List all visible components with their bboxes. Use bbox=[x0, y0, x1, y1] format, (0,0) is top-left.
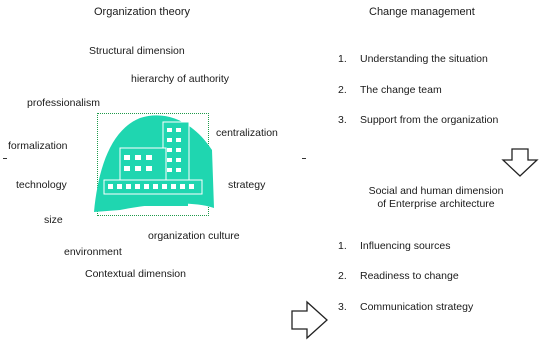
social-step-2: 2.Readiness to change bbox=[338, 270, 459, 282]
term-contextual-dimension: Contextual dimension bbox=[85, 268, 186, 280]
change-step-3: 3.Support from the organization bbox=[338, 114, 499, 126]
right-tick-mark bbox=[302, 158, 306, 159]
left-tick-mark bbox=[3, 158, 7, 159]
social-step-1: 1.Influencing sources bbox=[338, 240, 451, 252]
term-technology: technology bbox=[16, 179, 67, 191]
term-hierarchy-of-authority: hierarchy of authority bbox=[131, 73, 230, 85]
change-step-1: 1.Understanding the situation bbox=[338, 53, 488, 65]
organization-theory-title: Organization theory bbox=[94, 6, 190, 18]
term-professionalism: professionalism bbox=[27, 97, 100, 109]
change-step-2: 2.The change team bbox=[338, 84, 442, 96]
term-organization-culture: organization culture bbox=[148, 230, 240, 242]
social-human-dimension-title: Social and human dimension of Enterprise… bbox=[368, 185, 504, 210]
down-arrow-icon bbox=[501, 148, 539, 177]
term-strategy: strategy bbox=[228, 179, 266, 191]
term-centralization: centralization bbox=[216, 127, 278, 139]
term-structural-dimension: Structural dimension bbox=[89, 45, 185, 57]
term-formalization: formalization bbox=[8, 140, 68, 152]
social-step-3: 3.Communication strategy bbox=[338, 301, 474, 313]
term-size: size bbox=[44, 214, 63, 226]
change-management-title: Change management bbox=[369, 6, 475, 18]
right-arrow-icon bbox=[291, 300, 328, 340]
term-environment: environment bbox=[64, 246, 122, 258]
